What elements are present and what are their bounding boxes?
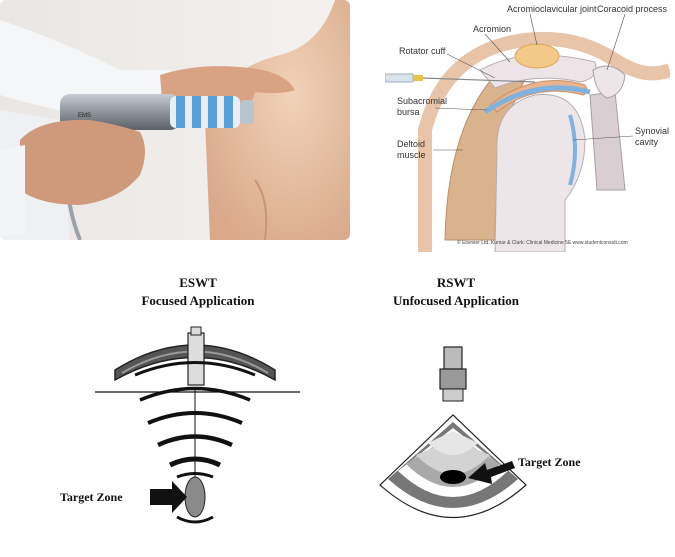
shockwave-therapy-photo: EMS [0, 0, 350, 240]
humeral-head [494, 94, 586, 253]
label-rotator-cuff: Rotator cuff [399, 46, 446, 56]
device-brand-label: EMS [78, 113, 91, 119]
rswt-target-zone [440, 470, 466, 484]
rswt-illustration: RSWT Unfocused Application Target Zone [379, 275, 581, 519]
label-acromioclavicular-joint: Acromioclavicular joint [507, 4, 597, 14]
skin-outline [418, 31, 673, 252]
anatomy-illustration: Acromioclavicular joint Coracoid process… [384, 0, 673, 253]
rswt-probe-body [439, 368, 467, 390]
acromioclavicular-joint [514, 43, 560, 69]
eswt-wave [139, 386, 251, 402]
synovial-cavity [568, 114, 577, 186]
copyright-credit: © Elsevier Ltd. Kumar & Clark: Clinical … [457, 239, 628, 246]
label-deltoid-muscle-line2: muscle [397, 150, 426, 160]
eswt-applicator [187, 332, 205, 386]
syringe-body [384, 73, 414, 83]
leader-line [434, 107, 488, 111]
rswt-fan-core [428, 431, 478, 455]
rswt-target-arrow [468, 461, 515, 484]
eswt-target-bracket [176, 472, 214, 479]
eswt-wave [134, 361, 256, 377]
device-stripe [224, 96, 233, 128]
rswt-target-label: Target Zone [518, 455, 581, 469]
label-subacromial-bursa-line2: bursa [397, 107, 420, 117]
eswt-applicator-cap [190, 326, 202, 336]
therapist-hand-grip [20, 119, 145, 205]
device-stripe [176, 96, 185, 128]
shoulder-anatomy-diagram: Acromioclavicular joint Coracoid process… [384, 0, 673, 253]
syringe-hub [413, 75, 423, 81]
therapist-cuff [0, 145, 25, 235]
leader-line [446, 53, 496, 79]
eswt-target-zone [184, 476, 206, 518]
label-deltoid-muscle: Deltoid [397, 139, 425, 149]
device-stripe [208, 96, 217, 128]
device-stripe [192, 96, 201, 128]
needle [422, 77, 536, 83]
label-subacromial-bursa: Subacromial [397, 96, 447, 106]
rswt-subtitle: Unfocused Application [393, 293, 520, 308]
rswt-unfocused-diagram: RSWT Unfocused Application Target Zone [340, 265, 675, 552]
leader-line [484, 33, 511, 63]
leader-line [572, 135, 634, 141]
photo-illustration: EMS [0, 0, 350, 240]
patient-shoulder [205, 0, 350, 240]
eswt-target-arrow [150, 481, 187, 513]
eswt-subtitle: Focused Application [141, 293, 255, 308]
label-coracoid-process: Coracoid process [597, 4, 668, 14]
leader-line [606, 13, 626, 71]
eswt-target-bracket [176, 515, 214, 524]
subacromial-bursa [483, 85, 591, 115]
eswt-title: ESWT [179, 275, 217, 290]
leader-line [529, 13, 538, 46]
label-acromion: Acromion [473, 24, 511, 34]
eswt-illustration: ESWT Focused Application Target Zone [60, 275, 300, 524]
label-synovial-cavity-line2: cavity [635, 137, 659, 147]
skin-shadow [254, 179, 268, 240]
rswt-probe-tip [442, 388, 464, 402]
eswt-target-label: Target Zone [60, 490, 123, 504]
device-head [170, 96, 240, 128]
device-tip [240, 100, 254, 124]
therapist-hand-top [160, 66, 295, 118]
eswt-focused-diagram: ESWT Focused Application Target Zone [40, 265, 340, 552]
rswt-probe-handle [443, 346, 463, 370]
coracoid-process [592, 65, 626, 99]
rswt-title: RSWT [437, 275, 476, 290]
label-synovial-cavity: Synovial [635, 126, 669, 136]
eswt-reflector [114, 344, 276, 382]
